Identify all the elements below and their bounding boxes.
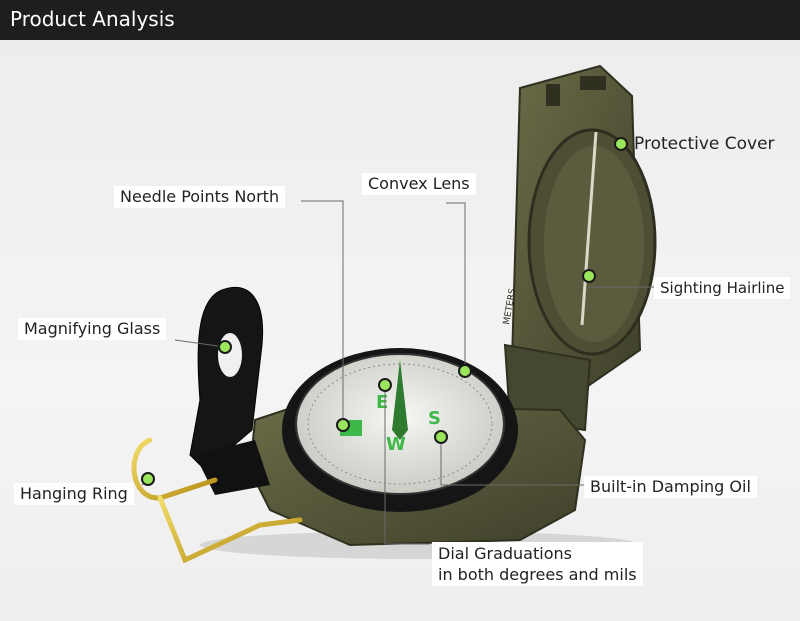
marker-convex-lens (458, 364, 472, 378)
callout-markers (141, 137, 628, 486)
label-hanging-ring: Hanging Ring (14, 483, 134, 505)
label-dial-graduations-line2: in both degrees and mils (438, 565, 637, 584)
marker-needle (336, 418, 350, 432)
dial-letter-e: E (376, 392, 388, 413)
label-dial-graduations-line1: Dial Graduations (438, 544, 572, 563)
dial-letter-w: W (386, 434, 406, 455)
page-title: Product Analysis (10, 7, 175, 31)
label-built-in-damping-oil: Built-in Damping Oil (584, 476, 757, 498)
header-bar: Product Analysis (0, 0, 800, 40)
magnifying-glass-arm (189, 286, 270, 495)
label-dial-graduations: Dial Graduations in both degrees and mil… (432, 542, 643, 586)
marker-protective-cover (614, 137, 628, 151)
marker-hanging-ring (141, 472, 155, 486)
protective-cover (510, 64, 657, 397)
compass-body (248, 348, 587, 547)
label-protective-cover: Protective Cover (634, 134, 775, 154)
marker-damping-oil (434, 430, 448, 444)
marker-magnifying-glass (218, 340, 232, 354)
marker-dial-graduations (378, 378, 392, 392)
label-needle-points-north: Needle Points North (114, 186, 286, 208)
label-convex-lens: Convex Lens (362, 173, 476, 195)
hanging-ring (131, 437, 303, 564)
label-magnifying-glass: Magnifying Glass (18, 318, 167, 340)
label-sighting-hairline: Sighting Hairline (654, 277, 791, 299)
marker-sighting-hairline (582, 269, 596, 283)
dial-letter-s: S (428, 408, 441, 429)
